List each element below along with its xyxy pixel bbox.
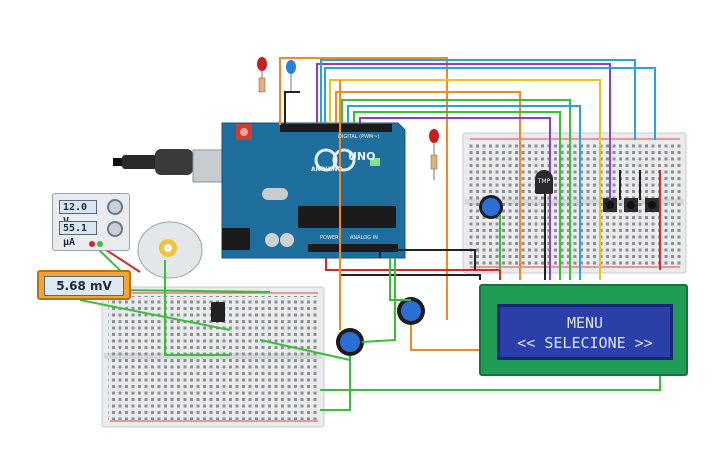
psu-current-display: 55.1 μA bbox=[59, 221, 97, 248]
led-red-top[interactable] bbox=[257, 57, 267, 93]
lcd-display-16x2[interactable]: MENU << SELECIONE >> bbox=[479, 284, 688, 376]
led-red-right[interactable] bbox=[429, 129, 439, 180]
psu-voltage-knob[interactable] bbox=[107, 199, 123, 215]
lcd-screen: MENU << SELECIONE >> bbox=[497, 304, 673, 360]
potentiometer-1[interactable] bbox=[336, 328, 364, 356]
lcd-line-1: MENU bbox=[566, 314, 604, 332]
transistor[interactable] bbox=[211, 302, 225, 322]
arduino-brand-label: ARDUINO bbox=[311, 166, 343, 173]
potentiometer-breadboard-right[interactable] bbox=[479, 195, 503, 219]
multimeter-display: 5.68 mV bbox=[44, 276, 124, 296]
arduino-uno-board[interactable] bbox=[221, 122, 406, 259]
lcd-line-2: << SELECIONE >> bbox=[517, 334, 653, 352]
psu-negative-terminal[interactable] bbox=[97, 241, 103, 247]
power-supply[interactable]: 12.0 V 55.1 μA bbox=[52, 193, 130, 251]
temperature-sensor[interactable]: TMP bbox=[535, 170, 553, 194]
psu-current-knob[interactable] bbox=[107, 221, 123, 237]
arduino-model-label: UNO bbox=[348, 150, 376, 163]
psu-positive-terminal[interactable] bbox=[89, 241, 95, 247]
breadboard-right[interactable] bbox=[462, 132, 687, 274]
potentiometer-2[interactable] bbox=[397, 297, 425, 325]
multimeter[interactable]: 5.68 mV bbox=[37, 270, 131, 300]
arduino-analog-label: ANALOG IN bbox=[350, 235, 378, 241]
arduino-digital-label: DIGITAL (PWM~) bbox=[338, 134, 380, 140]
pushbuttons[interactable] bbox=[603, 198, 659, 212]
usb-cable bbox=[113, 149, 232, 183]
wires bbox=[79, 57, 661, 411]
psu-voltage-display: 12.0 V bbox=[59, 200, 97, 227]
led-blue-top[interactable] bbox=[286, 60, 296, 92]
arduino-power-label: POWER bbox=[320, 235, 339, 241]
dc-motor[interactable] bbox=[137, 221, 203, 279]
